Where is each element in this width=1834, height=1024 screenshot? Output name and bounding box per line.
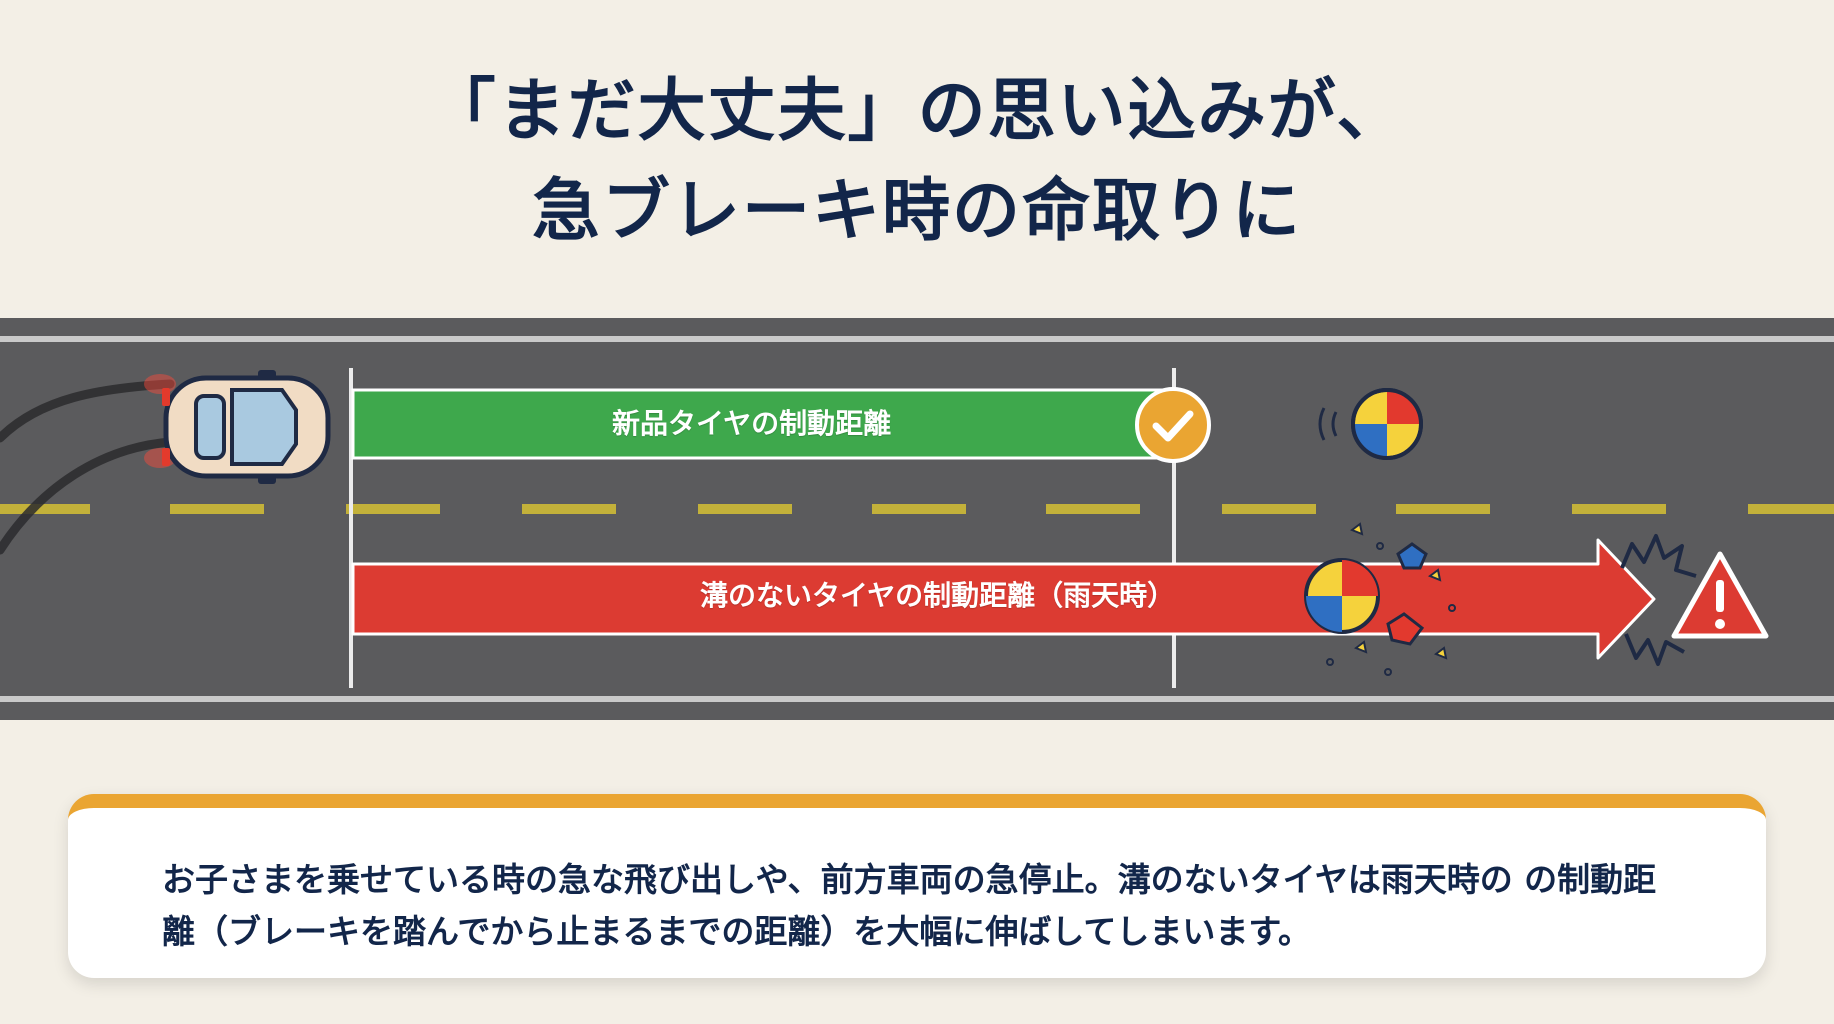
braking-distance-diagram: 新品タイヤの制動距離 溝のないタイヤの制動距離（雨天時） <box>0 318 1834 720</box>
beach-ball-icon <box>1318 388 1423 460</box>
new-tire-stop-line <box>1172 368 1176 688</box>
center-lane-dashes <box>0 504 1834 514</box>
road-edge-bottom <box>0 696 1834 702</box>
check-icon <box>1135 387 1211 463</box>
new-tire-distance-bar <box>351 388 1174 460</box>
start-line <box>349 368 353 688</box>
bald-tire-distance-label: 溝のないタイヤの制動距離（雨天時） <box>700 579 1176 612</box>
new-tire-distance-label: 新品タイヤの制動距離 <box>612 407 892 440</box>
warning-icon <box>1671 551 1769 639</box>
impact-burst-icon <box>1620 534 1697 666</box>
car-icon <box>144 370 331 484</box>
broken-ball-icon <box>1304 522 1456 676</box>
page-title: 「まだ大丈夫」の思い込みが、 急ブレーキ時の命取りに <box>0 62 1834 262</box>
message-card: お子さまを乗せている時の急な飛び出しや、前方車両の急停止。溝のないタイヤは雨天時… <box>68 794 1766 978</box>
title-line-2: 急ブレーキ時の命取りに <box>531 172 1302 251</box>
message-text: お子さまを乗せている時の急な飛び出しや、前方車両の急停止。溝のないタイヤは雨天時… <box>162 860 1657 951</box>
road-edge-top <box>0 336 1834 342</box>
skid-marks <box>0 379 175 555</box>
title-line-1: 「まだ大丈夫」の思い込みが、 <box>427 72 1407 151</box>
